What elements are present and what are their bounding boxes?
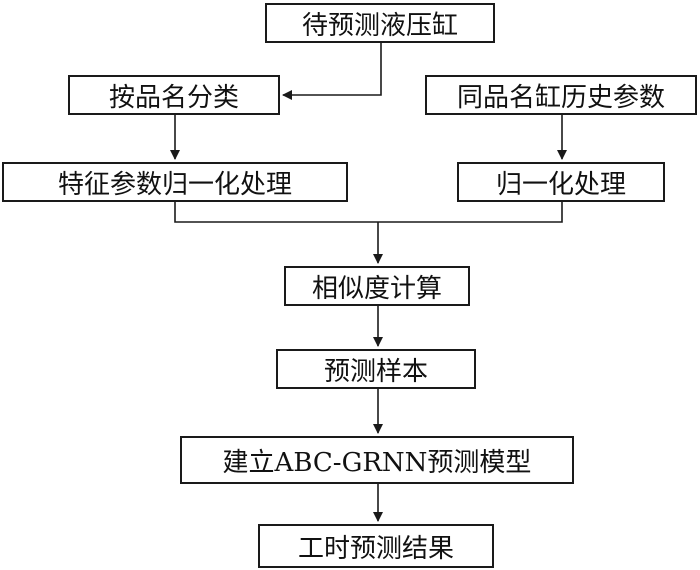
node-history-params: 同品名缸历史参数 [425,75,697,115]
merge-line [174,202,563,223]
node-hydraulic-cylinder: 待预测液压缸 [265,3,495,43]
node-feature-normalization: 特征参数归一化处理 [2,162,348,202]
node-similarity: 相似度计算 [284,266,470,306]
node-samples: 预测样本 [276,349,476,389]
node-result: 工时预测结果 [258,524,494,568]
arrow-cylinder-to-classify [282,43,382,100]
node-classify-by-name: 按品名分类 [68,75,280,115]
node-normalization: 归一化处理 [457,162,665,202]
node-build-model: 建立ABC-GRNN预测模型 [180,436,574,484]
